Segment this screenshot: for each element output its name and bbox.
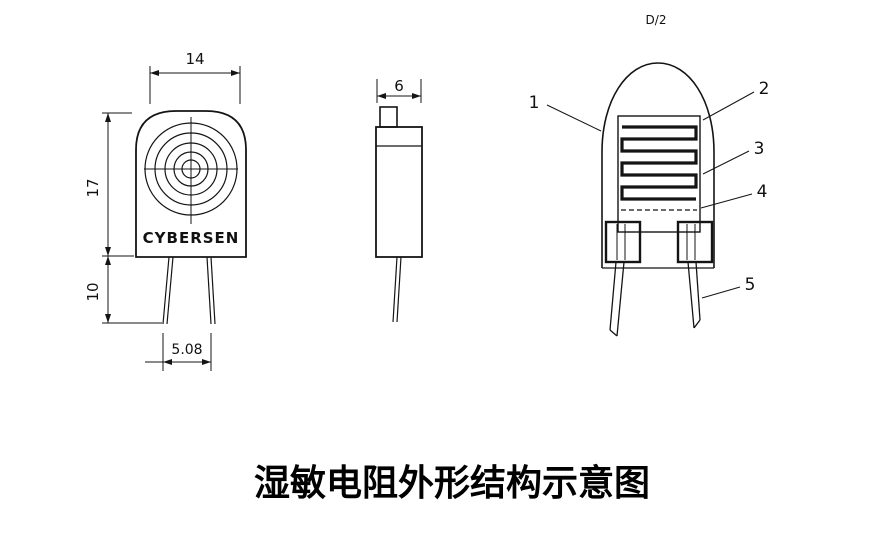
dim-lead-length-label: 10	[84, 282, 102, 301]
side-top-tab	[379, 106, 398, 128]
callout-1: 1	[529, 93, 540, 113]
callout-3: 3	[754, 139, 765, 159]
side-view	[375, 79, 423, 323]
front-view	[135, 110, 247, 325]
side-lead	[392, 256, 402, 323]
left-electrode-block	[604, 220, 642, 264]
callout-2: 2	[759, 79, 770, 99]
front-dimension-lines	[102, 66, 241, 371]
dim-width-label: 14	[185, 50, 204, 68]
brand-label: CYBERSEN	[143, 229, 240, 247]
electrode-inner-lines	[616, 224, 696, 260]
callout-4: 4	[757, 182, 768, 202]
concentric-circles	[144, 122, 238, 216]
glass-dome-outline	[601, 62, 715, 268]
side-body-outline	[375, 126, 423, 258]
dim-pitch-label: 5.08	[171, 342, 202, 358]
substrate-outline	[617, 115, 701, 233]
diagram-title: 湿敏电阻外形结构示意图	[254, 463, 650, 503]
callout-leader-lines	[546, 91, 755, 299]
structure-view-labels: D/2 1 2 3 4 5	[529, 13, 770, 295]
right-electrode-block	[676, 220, 714, 264]
callout-5: 5	[745, 275, 756, 295]
structure-view	[546, 62, 755, 337]
dim-height-label: 17	[84, 178, 102, 197]
apex-label: D/2	[646, 13, 667, 27]
resistive-element-meander	[620, 125, 698, 201]
dim-thickness-label: 6	[394, 77, 404, 95]
front-leads	[162, 256, 216, 325]
front-body-outline	[135, 110, 247, 258]
front-view-labels: 14 17 10 5.08 CYBERSEN	[84, 50, 240, 358]
structure-leads	[609, 261, 701, 337]
side-dimension-lines	[376, 79, 422, 103]
